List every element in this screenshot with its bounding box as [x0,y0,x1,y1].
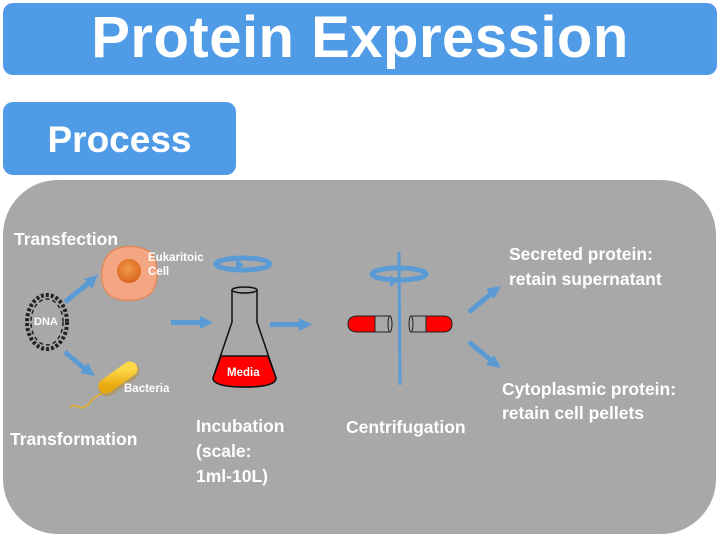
arrow-to-cytoplasmic-icon [467,340,501,368]
process-panel [3,180,716,534]
centrifuge-rotation-icon [369,265,429,287]
centrifuge-tube-right-icon [408,315,453,333]
eukaryotic-cell-label-line2: Cell [148,266,170,278]
arrow-to-incubation-icon [171,316,213,329]
eukaryotic-cell-icon [100,245,158,302]
centrifuge-axis-icon [397,251,402,386]
flask-icon [212,286,277,388]
cytoplasmic-label-line2: retain cell pellets [502,403,645,423]
title-banner: Protein Expression [3,3,717,75]
arrow-dna-to-bacteria-icon [63,350,95,376]
bacteria-label: Bacteria [124,383,170,395]
centrifugation-label: Centrifugation [346,417,466,437]
incubation-label-line3: 1ml-10L) [196,466,268,486]
arrow-to-secreted-icon [467,286,501,314]
secreted-label-line1: Secreted protein: [509,244,653,264]
incubation-label-line1: Incubation [196,416,285,436]
page-title: Protein Expression [91,5,629,70]
bacteria-icon [69,361,140,409]
media-label: Media [227,367,260,379]
secreted-label-line2: retain supernatant [509,269,662,289]
shaking-rotation-icon [213,255,273,273]
eukaryotic-cell-label-line1: Eukaritoic [148,252,204,264]
incubation-label-line2: (scale: [196,441,252,461]
arrow-to-centrifugation-icon [270,318,312,331]
transfection-label: Transfection [14,229,119,249]
dna-label: DNA [34,316,58,328]
transformation-label: Transformation [10,429,138,449]
arrow-dna-to-cell-icon [63,275,98,304]
cytoplasmic-label-line1: Cytoplasmic protein: [502,379,677,399]
section-title: Process [47,119,192,160]
dna-plasmid-icon [25,293,69,351]
section-banner: Process [3,102,236,175]
centrifuge-tube-left-icon [347,315,393,333]
